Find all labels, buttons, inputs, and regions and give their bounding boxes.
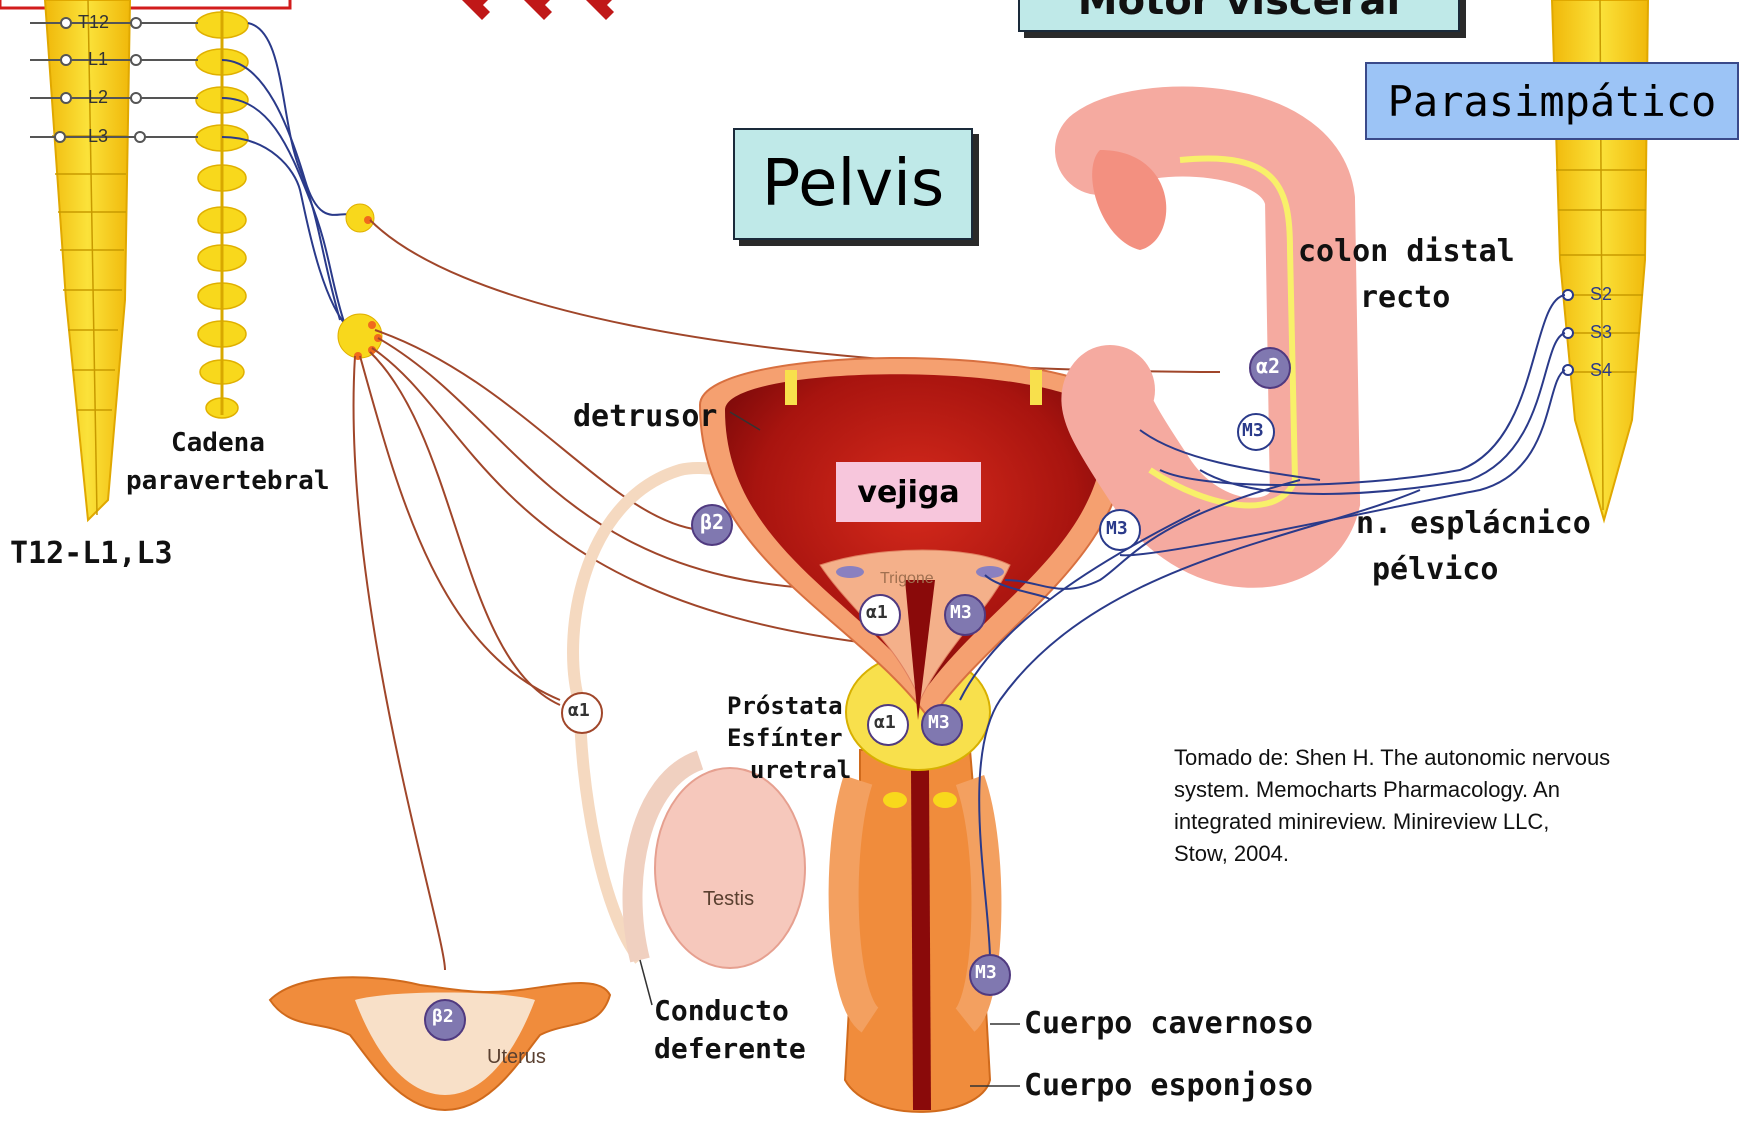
esplacnico-label-1: n. esplácnico [1356, 506, 1591, 541]
conducto-label-1: Conducto [654, 994, 789, 1027]
citation-line-3: integrated minireview. Minireview LLC, [1174, 806, 1549, 838]
testis-label: Testis [703, 888, 754, 911]
segment-t12: T12 [78, 12, 109, 33]
top-left-frame [0, 0, 290, 8]
spinal-cord-left [45, 0, 130, 520]
t-range-label: T12-L1,L3 [10, 536, 173, 571]
receptor-m3-trigone: M3 [950, 602, 972, 623]
x-marks [460, 0, 614, 20]
segment-s3: S3 [1590, 322, 1612, 343]
receptor-m3-prostate: M3 [928, 712, 950, 733]
esplacnico-label-2: pélvico [1372, 552, 1498, 587]
segment-s2: S2 [1590, 284, 1612, 305]
trigone-label: Trigone [880, 570, 934, 588]
segment-l3: L3 [88, 126, 108, 147]
receptor-beta2-bladder: β2 [700, 510, 724, 534]
receptor-m3-colon: M3 [1242, 420, 1264, 441]
citation-line-1: Tomado de: Shen H. The autonomic nervous [1174, 742, 1610, 774]
vejiga-label: vejiga [836, 462, 981, 522]
receptor-beta2-uterus: β2 [432, 1006, 454, 1027]
receptor-alpha1-vas: α1 [568, 700, 590, 721]
cadena-label-1: Cadena [171, 428, 265, 458]
citation-line-4: Stow, 2004. [1174, 838, 1289, 870]
receptor-m3-bladder: M3 [1106, 518, 1128, 539]
parasympathetic-box: Parasimpático [1365, 62, 1739, 140]
page-title: Pelvis [733, 128, 973, 240]
top-banner: Motor visceral [1018, 0, 1460, 32]
uterus-label: Uterus [487, 1046, 546, 1069]
receptor-alpha1-trigone: α1 [866, 602, 888, 623]
receptor-alpha2-colon: α2 [1256, 354, 1280, 378]
cavernoso-label: Cuerpo cavernoso [1024, 1006, 1313, 1041]
colon-label-1: colon distal [1298, 234, 1515, 269]
urethra [920, 770, 922, 1110]
conducto-label-2: deferente [654, 1032, 806, 1065]
cadena-label-2: paravertebral [126, 466, 330, 496]
esfinter-label-2: uretral [750, 756, 851, 784]
segment-s4: S4 [1590, 360, 1612, 381]
receptor-m3-corpus: M3 [975, 962, 997, 983]
vas-deferens [573, 468, 750, 705]
colon-label-2: recto [1360, 280, 1450, 315]
esfinter-label-1: Esfínter [727, 724, 843, 752]
testis [655, 768, 805, 968]
segment-l2: L2 [88, 87, 108, 108]
esponjoso-label: Cuerpo esponjoso [1024, 1068, 1313, 1103]
citation-line-2: system. Memocharts Pharmacology. An [1174, 774, 1560, 806]
segment-l1: L1 [88, 49, 108, 70]
detrusor-label: detrusor [573, 399, 718, 434]
receptor-alpha1-prostate: α1 [874, 712, 896, 733]
prostata-label: Próstata [727, 692, 843, 720]
